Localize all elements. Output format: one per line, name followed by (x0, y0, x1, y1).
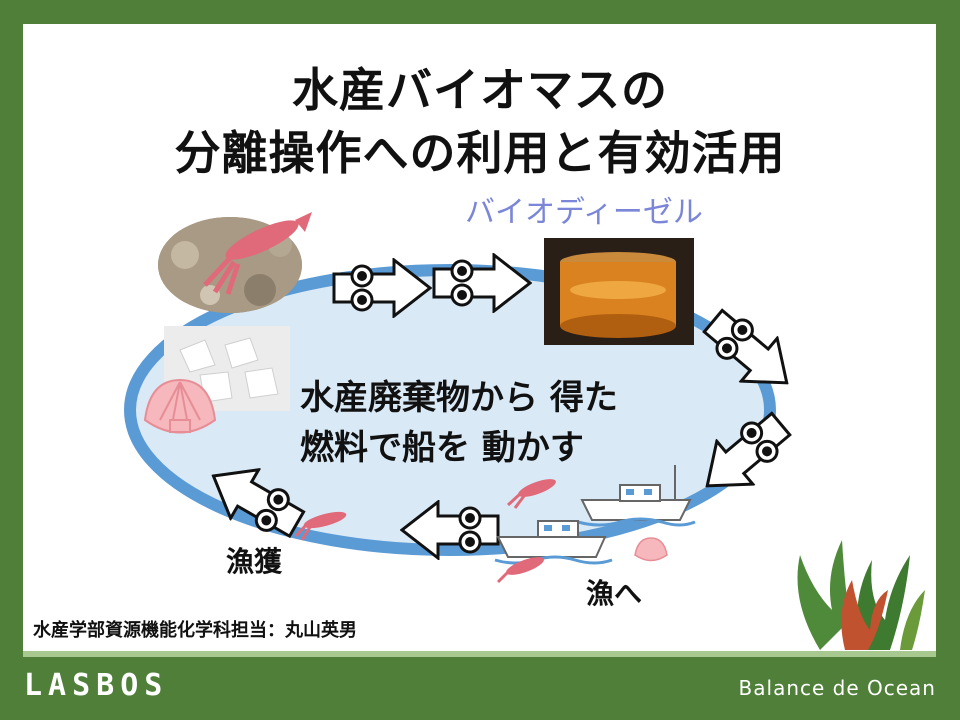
small-squid-icon-3 (496, 557, 544, 584)
small-squid-icon (506, 479, 556, 509)
center-text-line-1: 水産廃棄物から 得た (300, 378, 618, 418)
center-text-line-2: 燃料で船を 動かす (300, 428, 584, 468)
to-fishing-label: 漁へ (586, 577, 643, 610)
small-scallop-icon (634, 537, 668, 562)
tagline: Balance de Ocean (738, 676, 936, 700)
scallop-shell-icon (143, 378, 217, 434)
lasbos-logo: LASBOS (24, 668, 169, 703)
biodiesel-beaker-photo (544, 238, 694, 345)
footer-band (23, 651, 936, 657)
small-squid-icon-2 (294, 511, 347, 541)
seaweed-icon (797, 540, 925, 650)
fishing-boat-icon-2 (494, 520, 613, 565)
credit-text: 水産学部資源機能化学科担当：丸山英男 (33, 620, 357, 641)
title-line-2: 分離操作への利用と有効活用 (174, 126, 786, 180)
squid-icon (203, 212, 312, 295)
shell-fragments-photo (164, 326, 290, 411)
title-line-1: 水産バイオマスの (292, 63, 668, 117)
fishing-boat-icon (577, 465, 696, 527)
biodiesel-label: バイオディーゼル (465, 195, 703, 230)
catch-label: 漁獲 (226, 545, 283, 578)
